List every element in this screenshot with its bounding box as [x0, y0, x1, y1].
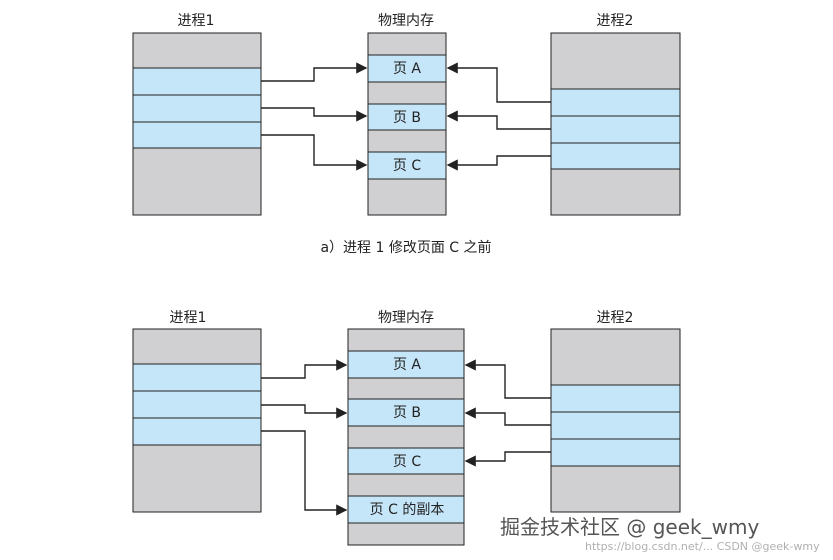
process2-title: 进程2: [597, 13, 634, 29]
diagram-a: 进程1 物理内存 进程2 页 A 页 B 页 C: [132, 13, 681, 256]
memory-title-b: 物理内存: [378, 310, 434, 326]
page-a-label: 页 A: [393, 61, 421, 77]
memory-title: 物理内存: [378, 13, 434, 29]
page-b-label: 页 B: [393, 110, 421, 126]
process1-arrows: [261, 62, 368, 171]
process1-title-b: 进程1: [170, 310, 207, 326]
page-c-label: 页 C: [393, 158, 421, 174]
process1-box-b: [132, 328, 262, 513]
process2-box: [550, 32, 681, 216]
process1-title: 进程1: [178, 13, 215, 29]
page-c-copy-label: 页 C 的副本: [370, 502, 445, 518]
memory-box-b: [347, 328, 465, 546]
diagram-b: 进程1 物理内存 进程2 页 A 页 B 页 C 页 C 的副本: [132, 310, 681, 546]
page-a-label-b: 页 A: [393, 357, 421, 373]
process2-box-b: [550, 328, 681, 513]
process2-title-b: 进程2: [597, 310, 634, 326]
memory-box: [367, 32, 447, 216]
process2-arrows-b: [464, 359, 551, 467]
page-b-label-b: 页 B: [393, 405, 421, 421]
process1-box: [132, 32, 262, 216]
page-c-label-b: 页 C: [393, 454, 421, 470]
watermark-small: https://blog.csdn.net/... CSDN @geek-wmy: [585, 540, 820, 553]
caption-a: a）进程 1 修改页面 C 之前: [320, 239, 491, 256]
process2-arrows: [446, 62, 551, 171]
process1-arrows-b: [261, 359, 348, 516]
watermark-brand: 掘金技术社区 @ geek_wmy: [500, 515, 759, 539]
